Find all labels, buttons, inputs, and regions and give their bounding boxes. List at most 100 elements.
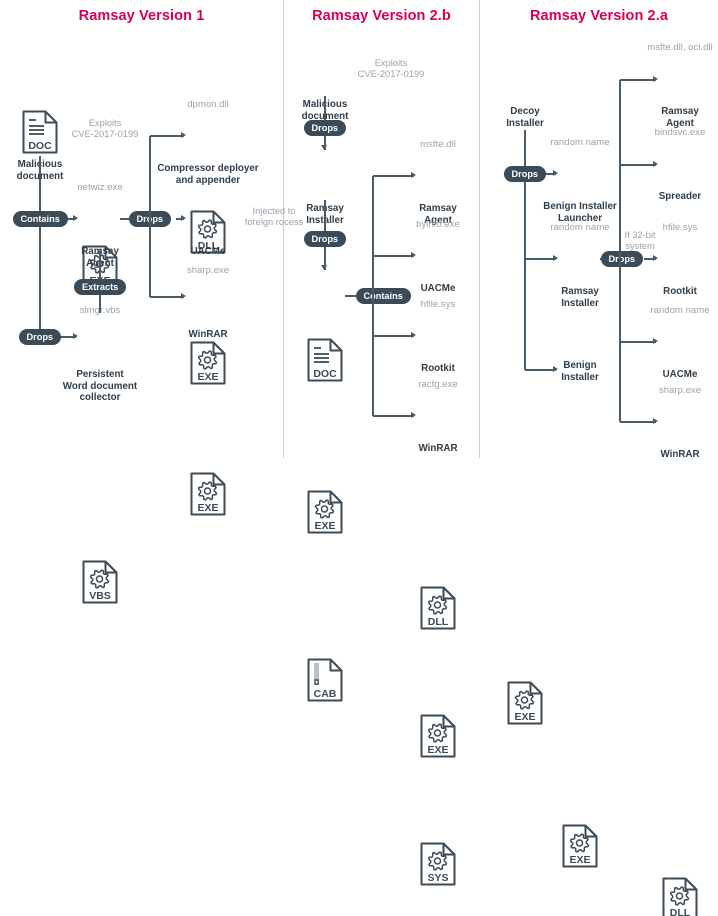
toplabel-v2b-agent: msfte.dll: [420, 139, 456, 150]
toplabel-v2a-uacme: random name: [650, 305, 710, 316]
icon-v2b-agent: DLL: [418, 584, 458, 632]
arrowhead-v2b-cab: [321, 264, 328, 270]
icon-v2b-uacme: EXE: [418, 712, 458, 760]
toplabel-v1-dll: dpmon.dll: [187, 99, 229, 110]
icon-v2a-agent: DLL: [660, 875, 700, 916]
label-v1-winrar: WinRAR: [188, 329, 228, 340]
edge-v1-to-winrar: [150, 296, 184, 298]
svg-text:EXE: EXE: [514, 711, 535, 723]
arrowhead-v2b-winrar: [411, 412, 416, 419]
label-v2a-spreader: Spreader: [658, 191, 702, 202]
pill-v1-drops-doc[interactable]: Drops: [18, 329, 62, 345]
svg-text:EXE: EXE: [427, 744, 448, 756]
arrowhead-v2a-launcher: [553, 170, 558, 177]
label-v2a-winrar: WinRAR: [660, 449, 700, 460]
label-v1-doc: Maliciousdocument: [0, 159, 110, 182]
arrowhead-v2a-uacme: [653, 338, 658, 345]
toplabel-v2b-winrar: racfg.exe: [418, 379, 458, 390]
toplabel-v2a-spreader: bindsvc.exe: [654, 127, 706, 138]
edge-v1-to-dll: [150, 135, 184, 137]
pill-v2a-drops-inst[interactable]: Drops: [600, 251, 644, 267]
svg-text:SYS: SYS: [427, 872, 448, 884]
edge-v1-hub-v: [149, 136, 151, 297]
arrowhead-v1-dll: [181, 132, 186, 139]
edge-v2b-to-agent: [373, 175, 414, 177]
toplabel-v2b-rootkit: hfile.sys: [420, 299, 456, 310]
arrowhead-v2a-winrar: [653, 418, 658, 425]
edge-v2a-to-uacme: [620, 341, 656, 343]
arrowhead-v2a-benign: [553, 366, 558, 373]
icon-v2a-decoy: EXE: [505, 679, 545, 727]
toplabel-v2b-uacme: byinfo.exe: [416, 219, 460, 230]
label-v2b-rootkit: Rootkit: [421, 363, 455, 374]
toplabel-v1-winrar: sharp.exe: [186, 265, 230, 276]
icon-v1-doc: DOC: [20, 108, 60, 156]
arrowhead-v2b-uacme: [411, 252, 416, 259]
pill-v2b-drops-inst[interactable]: Drops: [303, 231, 347, 247]
edge-v2a-to-benign: [525, 369, 556, 371]
edge-v2a-to-agent: [620, 79, 656, 81]
edge-v2b-to-rootkit: [373, 335, 414, 337]
arrowhead-v2b-agent: [411, 172, 416, 179]
pill-v2a-drops-decoy[interactable]: Drops: [503, 166, 547, 182]
arrowhead-v2a-rootkit: [653, 255, 658, 262]
edge-v2a-to-spreader: [620, 164, 656, 166]
edge-v2b-hub-v: [372, 176, 374, 416]
arrowhead-v2a-spreader: [653, 161, 658, 168]
label-v1-uacme: UACMe: [190, 246, 226, 257]
edge-v2a-to-rootkit: [644, 258, 656, 260]
toplabel-v2a-rootkit: hfile.sys: [662, 222, 698, 233]
arrowhead-v1-extracts: [96, 249, 103, 254]
arrowhead-v1-contains: [73, 215, 78, 222]
icon-v1-winrar: EXE: [188, 470, 228, 518]
label-v2a-rootkit: Rootkit: [663, 286, 697, 297]
icon-v1-vbs: VBS: [80, 558, 120, 606]
svg-text:EXE: EXE: [197, 502, 218, 514]
svg-text:DOC: DOC: [313, 368, 337, 380]
label-v2b-winrar: WinRAR: [418, 443, 458, 454]
column-title-v1: Ramsay Version 1: [78, 8, 205, 24]
icon-v2b-installer: EXE: [305, 488, 345, 536]
svg-text:EXE: EXE: [197, 371, 218, 383]
pill-v2b-drops-doc[interactable]: Drops: [303, 120, 347, 136]
edge-v1-to-uacme: [176, 218, 184, 220]
edge-v2a-trunk: [524, 130, 526, 370]
edge-v2b-to-uacme: [373, 255, 414, 257]
toplabel-v1-agent: netwiz.exe: [77, 182, 123, 193]
svg-text:DLL: DLL: [198, 240, 219, 252]
arrowhead-v2b-installer: [321, 144, 328, 150]
svg-text:DLL: DLL: [670, 907, 691, 916]
arrowhead-v1-winrar: [181, 293, 186, 300]
column-title-v2a: Ramsay Version 2.a: [529, 8, 669, 24]
icon-v2b-rootkit: SYS: [418, 840, 458, 888]
label-v2b-uacme: UACMe: [420, 283, 456, 294]
arrowhead-v2a-installer: [553, 255, 558, 262]
svg-text:EXE: EXE: [314, 520, 335, 532]
column-divider-1: [283, 0, 284, 458]
toplabel-v2a-winrar: sharp.exe: [658, 385, 702, 396]
column-title-v2b: Ramsay Version 2.b: [312, 8, 451, 24]
edge-v2b-to-winrar: [373, 415, 414, 417]
pill-v2b-contains[interactable]: Contains: [355, 288, 411, 304]
pill-v1-extracts[interactable]: Extracts: [74, 279, 127, 295]
icon-v2b-cab: CAB: [305, 656, 345, 704]
edge-v2a-to-installer: [525, 258, 556, 260]
svg-text:CAB: CAB: [314, 688, 337, 700]
toplabel-v2a-installer: random name: [550, 222, 610, 233]
icon-v1-uacme: EXE: [188, 339, 228, 387]
arrowhead-v1-vbs: [73, 333, 78, 340]
icon-v2b-doc: DOC: [305, 336, 345, 384]
pill-v1-contains[interactable]: Contains: [12, 211, 68, 227]
